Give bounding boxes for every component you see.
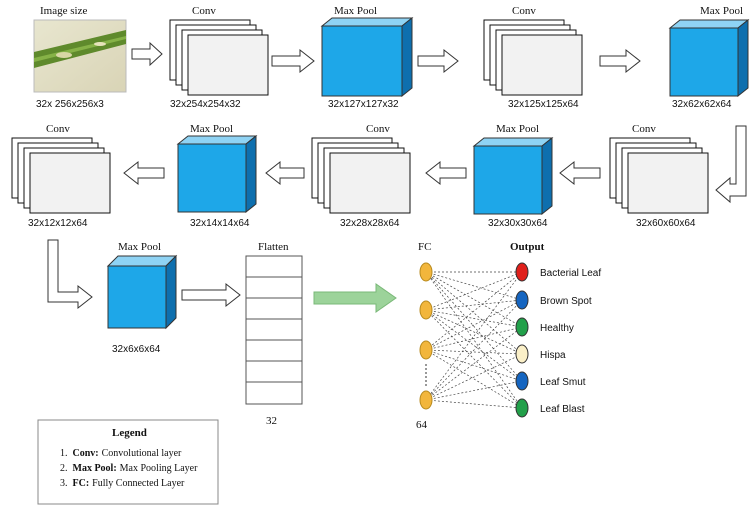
flatten-label: Flatten [258,241,289,253]
fc-connection [425,271,523,351]
arrow-right [271,48,315,74]
conv-3-label: Conv [632,123,656,135]
pool-5-dims: 32x6x6x64 [112,344,161,355]
pool-3-label: Max Pool [496,123,539,135]
conv-4-dims: 32x28x28x64 [340,218,400,229]
flatten-count: 32 [266,415,277,427]
output-class-label: Brown Spot [540,296,592,307]
fc-node [419,390,433,410]
fc-connection [425,271,523,382]
fc-connection [425,309,523,409]
conv-5-stack [11,137,111,214]
output-class-label: Hispa [540,350,566,361]
fc-connection [425,271,523,401]
fc-connection [425,309,523,355]
output-class-label: Leaf Smut [540,377,586,388]
arrow-right [131,41,163,67]
conv-3-dims: 32x60x60x64 [636,218,696,229]
pool-4-cube [176,134,258,214]
fc-connection [425,271,523,301]
arrow-left [425,160,467,186]
fc-connection [425,299,523,311]
legend-item-3: 3.FC:Fully Connected Layer [60,478,185,489]
image-size-label: Image size [40,5,87,17]
output-node [515,371,529,391]
arrow-right [417,48,459,74]
arrow-left [265,160,305,186]
fc-connection [425,299,523,401]
conv-2-label: Conv [512,5,536,17]
fc-node [419,300,433,320]
conv-4-label: Conv [366,123,390,135]
pool-2-label: Max Pool [700,5,743,17]
legend-item-2: 2.Max Pool:Max Pooling Layer [60,463,198,474]
conv-2-stack [483,19,583,96]
legend-item-1: 1.Conv:Convolutional layer [60,448,182,459]
arrow-left [123,160,165,186]
fc-connection [425,271,523,355]
fc-connection [425,353,523,401]
pool-1-label: Max Pool [334,5,377,17]
fc-connection [425,349,523,382]
fc-connection [425,326,523,351]
pool-3-dims: 32x30x30x64 [488,218,548,229]
output-class-label: Healthy [540,323,574,334]
pool-2-dims: 32x62x62x64 [672,99,732,110]
arrow-right [599,48,641,74]
output-node [515,317,529,337]
fc-connection [425,326,523,401]
fc-node [419,340,433,360]
pool-3-cube [472,136,554,216]
fc-node [419,262,433,282]
fc-count: 64 [416,419,428,431]
conv-4-stack [311,137,411,214]
conv-1-label: Conv [192,5,216,17]
pool-5-cube [106,254,178,330]
conv-5-label: Conv [46,123,70,135]
arrow-down-left [715,125,747,204]
fc-layer [419,262,433,410]
output-node [515,262,529,282]
image-size-dims: 32x 256x256x3 [36,99,104,110]
fc-connection [425,309,523,328]
pool-2-cube [668,18,750,98]
output-node [515,398,529,418]
fc-connection [425,380,523,401]
input-leaf-image [33,19,127,93]
arrow-left [559,160,601,186]
conv-3-stack [609,137,709,214]
output-class-label: Leaf Blast [540,404,585,415]
arrow-right [181,282,241,308]
pool-1-cube [320,16,414,98]
fc-connections [425,271,523,409]
legend-box: Legend 1.Conv:Convolutional layer 2.Max … [37,419,219,505]
pool-1-dims: 32x127x127x32 [328,99,399,110]
conv-1-stack [169,19,269,96]
conv-2-dims: 32x125x125x64 [508,99,579,110]
conv-5-dims: 32x12x12x64 [28,218,88,229]
fc-connection [425,349,523,409]
fc-connection [425,271,523,328]
flatten-vector [245,255,303,405]
output-node [515,344,529,364]
fc-connection [425,399,523,409]
output-title: Output [510,241,545,253]
arrow-down-right [47,239,93,310]
fc-connection [425,309,523,382]
pool-4-dims: 32x14x14x64 [190,218,250,229]
fc-connection [425,349,523,355]
output-class-label: Bacterial Leaf [540,268,601,279]
fc-label: FC [418,241,431,253]
pool-4-label: Max Pool [190,123,233,135]
fc-connection [425,271,523,409]
output-node [515,290,529,310]
conv-1-dims: 32x254x254x32 [170,99,241,110]
fc-connection [425,271,523,311]
legend-title: Legend [112,427,147,439]
pool-5-label: Max Pool [118,241,161,253]
arrow-green [313,283,397,313]
